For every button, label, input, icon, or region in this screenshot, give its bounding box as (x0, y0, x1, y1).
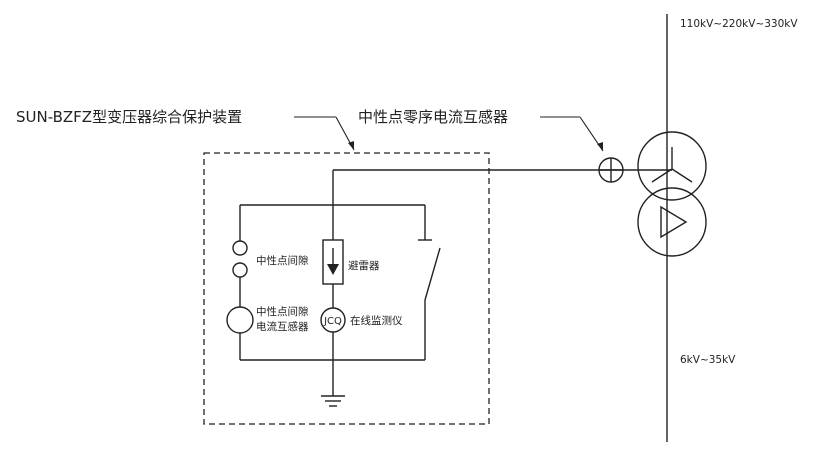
transformer-delta-winding (637, 187, 707, 257)
hv-voltage-label: 110kV~220kV~330kV (680, 18, 798, 30)
transformer-wye-winding (637, 131, 707, 201)
switch-blade (424, 247, 441, 301)
device-title: SUN-BZFZ型变压器综合保护装置 (16, 108, 242, 126)
lv-voltage-label: 6kV~35kV (680, 354, 736, 366)
ground-icon (321, 395, 345, 407)
wye-symbol-icon (651, 147, 693, 183)
neutral-gap-electrode-lower (232, 262, 248, 278)
gap-ct-label-line2: 电流互感器 (256, 320, 309, 333)
gap-ct (226, 306, 254, 334)
monitor-code: JCQ (323, 316, 342, 327)
ct-leader-arrow (597, 142, 603, 151)
gap-label: 中性点间隙 (256, 254, 309, 267)
ct-title: 中性点零序电流互感器 (358, 108, 508, 126)
device-leader-arrow (348, 141, 354, 150)
neutral-gap-electrode-upper (232, 240, 248, 256)
monitor-label: 在线监测仪 (350, 314, 403, 327)
arrester-arrow-icon (327, 264, 339, 275)
gap-ct-label-line1: 中性点间隙 (256, 305, 309, 318)
delta-symbol-icon (660, 205, 688, 239)
arrester-label: 避雷器 (348, 259, 380, 272)
device-boundary (203, 152, 490, 425)
